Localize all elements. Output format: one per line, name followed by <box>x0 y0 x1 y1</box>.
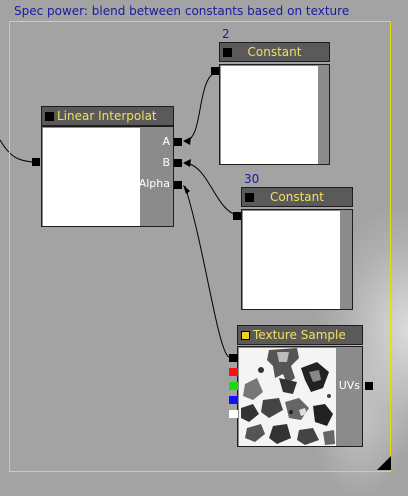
lerp-node-title: Linear Interpolat <box>57 109 157 123</box>
texture-channel-pin-r[interactable] <box>229 368 238 376</box>
wire-arrow-b <box>183 159 191 167</box>
wire-input-lerp <box>0 139 33 163</box>
wire-texture-to-alpha <box>184 185 230 358</box>
constant-2-output-pin[interactable] <box>211 67 219 75</box>
texture-uvs-label: UVs <box>338 379 360 392</box>
texture-sample-header[interactable]: Texture Sample <box>237 325 363 345</box>
lerp-pin-label-alpha: Alpha <box>138 177 170 190</box>
constant-30-title: Constant <box>270 190 324 204</box>
comment-box[interactable] <box>9 21 391 472</box>
texture-sample-title: Texture Sample <box>253 328 346 342</box>
texture-channel-pin-b[interactable] <box>229 396 238 404</box>
constant-30-preview <box>243 211 340 309</box>
constant-2-body <box>219 64 330 165</box>
comment-label: Spec power: blend between constants base… <box>14 4 350 18</box>
lerp-pin-alpha[interactable] <box>174 181 182 189</box>
lerp-node-header[interactable]: Linear Interpolat <box>41 106 174 126</box>
constant-30-header[interactable]: Constant <box>241 187 353 207</box>
texture-uvs-pin[interactable] <box>365 382 373 390</box>
lerp-pin-label-a: A <box>162 135 170 148</box>
node-collapse-icon[interactable] <box>223 48 232 57</box>
lerp-pin-a[interactable] <box>174 138 182 146</box>
texture-channel-pin-rgb[interactable] <box>229 354 238 362</box>
texture-channel-pin-g[interactable] <box>229 382 238 390</box>
constant-2-preview <box>221 66 318 164</box>
constant-2-header[interactable]: Constant <box>219 42 330 62</box>
constant-30-output-pin[interactable] <box>233 212 241 220</box>
texture-channel-pin-a[interactable] <box>229 410 238 418</box>
lerp-node-body <box>41 126 174 227</box>
constant-2-title: Constant <box>247 45 302 59</box>
wire-arrow-a <box>183 137 191 145</box>
comment-resize-handle[interactable] <box>377 456 391 470</box>
node-collapse-icon[interactable] <box>245 193 254 202</box>
node-collapse-icon[interactable] <box>45 112 54 121</box>
texture-preview <box>239 348 336 446</box>
texture-node-icon[interactable] <box>241 331 250 340</box>
wire-arrow-alpha <box>183 185 190 194</box>
constant-30-value: 30 <box>244 172 260 186</box>
texture-sample-body <box>237 346 363 447</box>
constant-30-body <box>241 209 353 310</box>
constant-2-value: 2 <box>222 27 230 41</box>
lerp-input-pin[interactable] <box>32 158 40 166</box>
lerp-pin-label-b: B <box>162 156 170 169</box>
texture-preview-image <box>239 348 336 446</box>
lerp-pin-b[interactable] <box>174 159 182 167</box>
lerp-preview <box>43 128 140 226</box>
